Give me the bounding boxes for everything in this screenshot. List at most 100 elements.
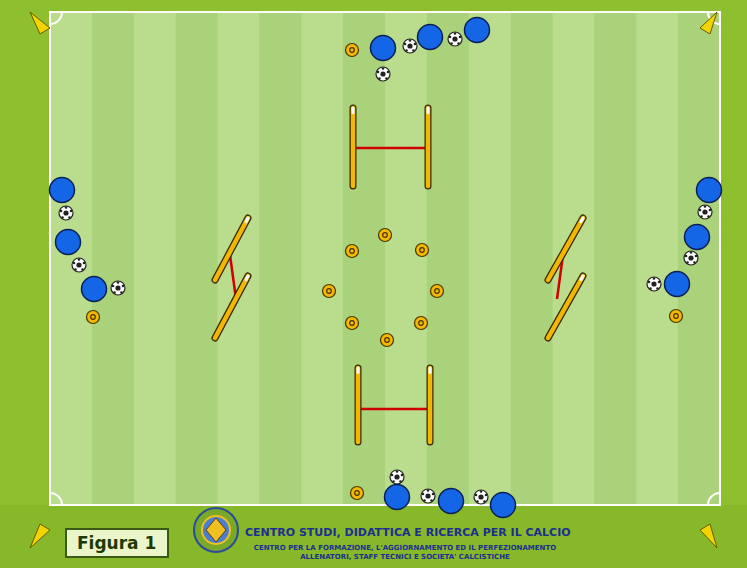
player xyxy=(465,18,490,43)
pitch-stripe xyxy=(343,12,385,505)
cone xyxy=(346,245,359,258)
gate-pole xyxy=(350,108,357,186)
cone xyxy=(355,491,360,496)
ball xyxy=(73,262,76,265)
ball xyxy=(392,480,395,483)
pitch-stripe xyxy=(469,12,511,505)
touch-line xyxy=(50,12,720,505)
pole-tip xyxy=(246,276,248,280)
ball xyxy=(390,470,404,484)
ball xyxy=(63,210,68,215)
ball xyxy=(476,500,479,503)
ball xyxy=(423,499,426,502)
pole-gates xyxy=(215,108,583,442)
gate-pole xyxy=(548,218,583,280)
ball xyxy=(382,67,385,70)
player xyxy=(685,225,710,250)
player xyxy=(697,178,722,203)
pitch-stripe xyxy=(427,12,469,505)
gate-pole xyxy=(355,368,362,442)
corner-flags xyxy=(30,12,717,548)
pole-tip xyxy=(427,108,430,113)
ball xyxy=(483,500,486,503)
cone xyxy=(415,317,428,330)
pitch-stripe xyxy=(259,12,301,505)
ball xyxy=(709,209,712,212)
ball xyxy=(459,36,462,39)
ball xyxy=(448,32,462,46)
player xyxy=(82,277,107,302)
organisation-subtitle: CENTRO PER LA FORMAZIONE, L'AGGIORNAMENT… xyxy=(254,544,556,552)
gate-pole xyxy=(215,276,248,338)
ball xyxy=(76,262,81,267)
ball xyxy=(59,206,73,220)
ball xyxy=(474,490,488,504)
logo-emblem xyxy=(194,508,238,552)
ball xyxy=(117,281,120,284)
cone xyxy=(350,249,355,254)
ball xyxy=(651,281,656,286)
gate-pole xyxy=(215,218,248,280)
ball xyxy=(414,43,417,46)
ball xyxy=(693,261,696,264)
cone xyxy=(381,334,394,347)
player xyxy=(371,36,396,61)
cone xyxy=(385,338,390,343)
gate-pole xyxy=(356,368,361,442)
cone xyxy=(383,233,388,238)
player xyxy=(56,230,81,255)
ball xyxy=(380,71,385,76)
ball xyxy=(376,67,390,81)
ball xyxy=(475,494,478,497)
ball xyxy=(454,32,457,35)
gate-pole xyxy=(548,276,583,338)
ball xyxy=(68,216,71,219)
ball xyxy=(699,209,702,212)
corner-arcs xyxy=(50,12,720,505)
cone xyxy=(87,311,100,324)
pitch-stripe xyxy=(301,12,343,505)
ball xyxy=(649,287,652,290)
pitch-stripe xyxy=(50,12,92,505)
ball xyxy=(658,281,661,284)
ball xyxy=(65,206,68,209)
ball xyxy=(480,490,483,493)
ball xyxy=(409,39,412,42)
organisation-title: CENTRO STUDI, DIDATTICA E RICERCA PER IL… xyxy=(245,526,571,539)
cone xyxy=(351,487,364,500)
gate-pole xyxy=(426,108,431,186)
player xyxy=(665,272,690,297)
ball xyxy=(452,36,457,41)
pitch-stripe xyxy=(678,12,720,505)
ball xyxy=(83,262,86,265)
ball xyxy=(377,71,380,74)
ball xyxy=(478,494,483,499)
ball xyxy=(425,493,430,498)
ball xyxy=(449,36,452,39)
ball xyxy=(707,215,710,218)
player xyxy=(50,178,75,203)
ball xyxy=(685,255,688,258)
gate-pole xyxy=(427,368,434,442)
pole-tip xyxy=(246,218,248,222)
cone xyxy=(674,314,679,319)
ball xyxy=(485,494,488,497)
ball xyxy=(74,268,77,271)
cone xyxy=(416,244,429,257)
gate-pole xyxy=(215,276,248,338)
pitch-stripe xyxy=(92,12,134,505)
ball xyxy=(403,39,417,53)
ball xyxy=(387,71,390,74)
ball xyxy=(78,258,81,261)
ball xyxy=(450,42,453,45)
pole-tip xyxy=(357,368,360,372)
ball xyxy=(421,489,435,503)
cone xyxy=(670,310,683,323)
ball xyxy=(112,285,115,288)
pitch-stripe xyxy=(134,12,176,505)
pitch-stripes xyxy=(50,12,721,505)
gate-pole xyxy=(351,108,356,186)
pitch-stripe xyxy=(385,12,427,505)
pole-tip xyxy=(581,218,583,222)
